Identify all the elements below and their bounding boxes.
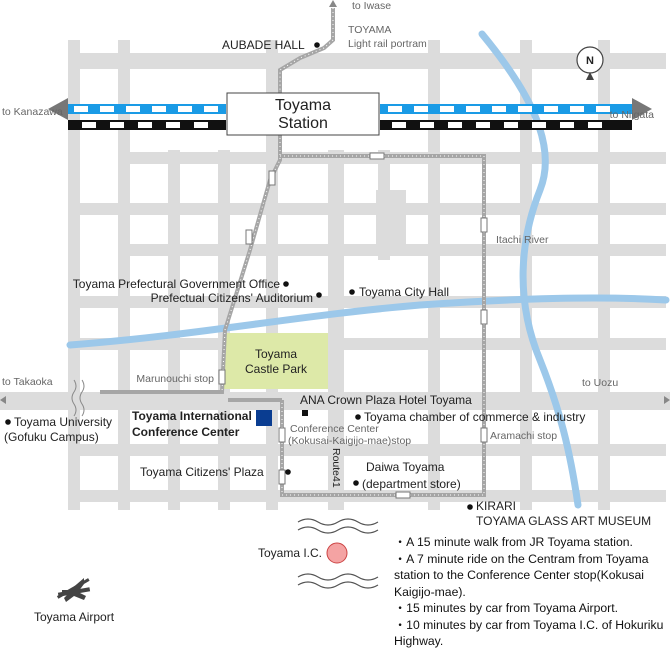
- to-kanazawa-label: to Kanazawa: [2, 106, 63, 118]
- access-note: ・A 7 minute ride on the Centram from Toy…: [394, 551, 649, 599]
- place-markers: [5, 42, 473, 510]
- station-name-line2: Station: [278, 115, 328, 132]
- kirari-label-1: KIRARI: [476, 499, 516, 513]
- aubade-hall-label: AUBADE HALL: [222, 38, 305, 52]
- castle-park: [224, 333, 328, 389]
- conference-center-label-2: Conference Center: [132, 425, 240, 439]
- toyama-station-box: [226, 92, 380, 136]
- toyama-airport-label: Toyama Airport: [34, 610, 115, 624]
- conference-center-stop-label-1: Conference Center: [290, 423, 379, 435]
- daiwa-label-1: Daiwa Toyama: [366, 460, 445, 474]
- portram-label-1: TOYAMA: [348, 24, 391, 36]
- toyama-ic-marker: [326, 542, 348, 564]
- toyama-ic-label: Toyama I.C.: [258, 546, 322, 560]
- toyama-university-label-1: Toyama University: [14, 415, 112, 429]
- itachi-river-label: Itachi River: [496, 234, 549, 246]
- castle-park-label-1: Toyama: [255, 347, 297, 361]
- to-takaoka-label: to Takaoka: [2, 376, 53, 388]
- access-notes: ・A 15 minute walk from JR Toyama station…: [394, 534, 666, 650]
- ana-hotel-label: ANA Crown Plaza Hotel Toyama: [300, 393, 472, 407]
- aramachi-stop-label: Aramachi stop: [490, 430, 557, 442]
- to-iwase-label: to Iwase: [352, 0, 391, 12]
- daiwa-label-2: (department store): [362, 477, 461, 491]
- marunouchi-stop-label: Marunouchi stop: [136, 373, 214, 385]
- castle-park-label-2: Castle Park: [245, 362, 308, 376]
- compass-icon: N: [576, 46, 604, 80]
- conference-center-stop-label-2: (Kokusai-Kaigijo-mae)stop: [288, 435, 411, 447]
- to-uozu-label: to Uozu: [582, 377, 618, 389]
- road-break: [71, 379, 85, 417]
- airplane-icon: [56, 578, 91, 602]
- station-name-line1: Toyama: [275, 97, 331, 114]
- portram-label-2: Light rail portram: [348, 38, 427, 50]
- access-note: ・15 minutes by car from Toyama Airport.: [394, 601, 618, 615]
- chamber-of-commerce-label: Toyama chamber of commerce & industry: [364, 410, 585, 424]
- tram-stops: [218, 152, 488, 499]
- to-niigata-label: to Niigata: [610, 109, 655, 121]
- prefectural-government-label: Toyama Prefectural Government Office: [73, 277, 281, 291]
- compass-label: N: [586, 55, 594, 67]
- city-hall-label: Toyama City Hall: [359, 285, 449, 299]
- citizens-auditorium-label: Prefectual Citizens' Auditorium: [151, 291, 313, 305]
- conference-center-label-1: Toyama International: [132, 409, 252, 423]
- conference-center-marker: [256, 410, 272, 426]
- highway-break: [297, 518, 379, 589]
- access-note: ・A 15 minute walk from JR Toyama station…: [394, 535, 633, 549]
- citizens-plaza-label: Toyama Citizens' Plaza: [140, 465, 264, 479]
- access-note: ・10 minutes by car from Toyama I.C. of H…: [394, 617, 664, 649]
- kirari-label-2: TOYAMA GLASS ART MUSEUM: [476, 514, 651, 528]
- jr-railway: [48, 98, 652, 130]
- route41-label: Route41: [330, 448, 342, 488]
- toyama-university-label-2: (Gofuku Campus): [4, 430, 99, 444]
